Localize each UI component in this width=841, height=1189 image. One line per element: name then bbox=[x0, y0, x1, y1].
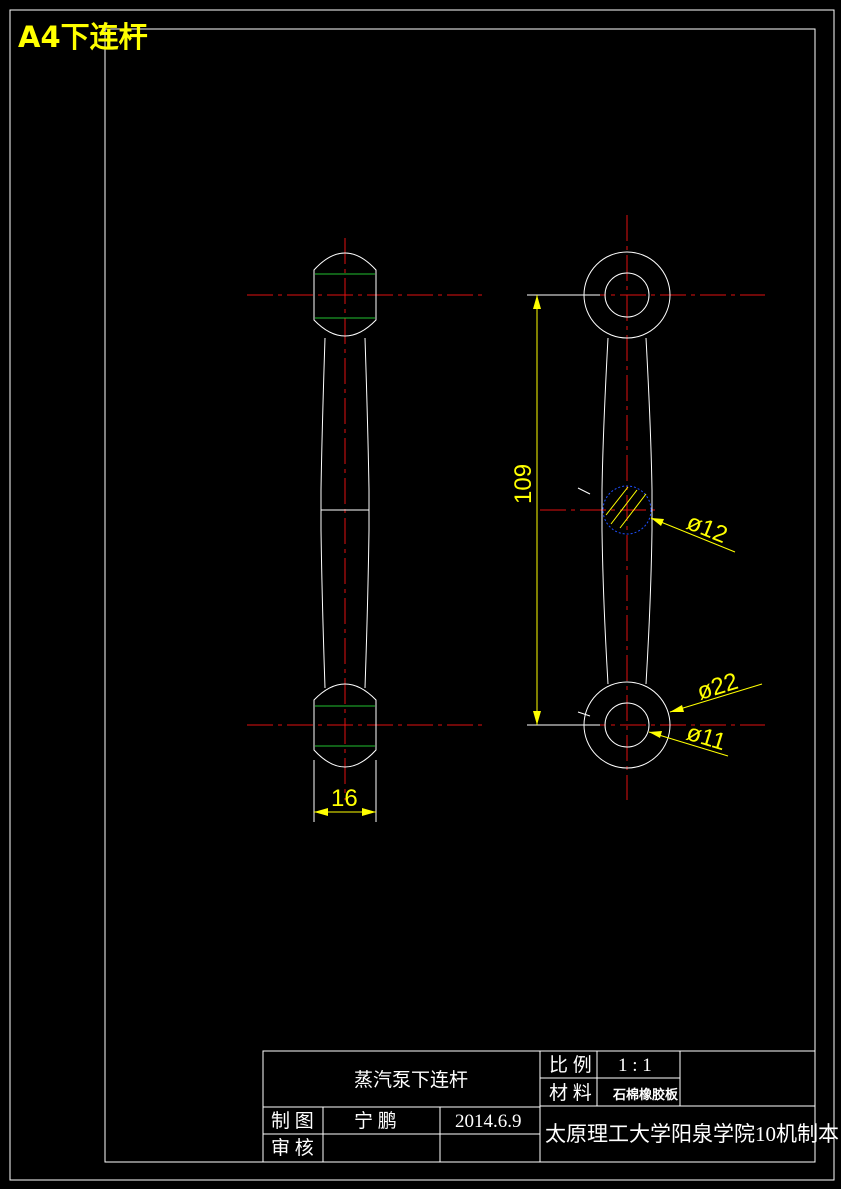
dim16-arrow-left bbox=[314, 808, 328, 816]
front-top-hole bbox=[604, 272, 650, 318]
dim-center-distance-label: 109 bbox=[510, 464, 537, 504]
tb-drawn-label: 制 图 bbox=[271, 1110, 314, 1132]
dim16-arrow-right bbox=[362, 808, 376, 816]
title-block: 蒸汽泵下连杆 比 例 1 : 1 材 料 石棉橡胶板 制 图 宁 鹏 2014.… bbox=[262, 1050, 839, 1163]
dim-boss-outer-label: ø22 bbox=[694, 668, 741, 706]
side-bottom-boss bbox=[313, 683, 377, 768]
bottom-tick bbox=[577, 711, 591, 717]
side-shank-right bbox=[364, 337, 370, 689]
leader-boss-outer bbox=[669, 683, 763, 713]
front-shank-left bbox=[601, 337, 609, 685]
middle-hole-hatch-2 bbox=[619, 493, 647, 529]
tb-material-label: 材 料 bbox=[549, 1082, 592, 1104]
drawing-title: A4下连杆 bbox=[18, 20, 148, 54]
tb-scale-value: 1 : 1 bbox=[618, 1055, 652, 1076]
leader-hole-end bbox=[648, 731, 729, 757]
front-shank-right bbox=[645, 337, 653, 685]
dim109-arrow-top bbox=[533, 295, 541, 309]
side-top-boss bbox=[313, 252, 377, 337]
tb-scale-label: 比 例 bbox=[549, 1054, 592, 1076]
front-middle-hole bbox=[602, 485, 652, 535]
tb-checked-label: 审 核 bbox=[271, 1137, 314, 1159]
tb-part-name: 蒸汽泵下连杆 bbox=[354, 1069, 468, 1091]
leader-hole-middle bbox=[650, 517, 736, 553]
middle-tick bbox=[577, 487, 591, 495]
inner-frame bbox=[104, 28, 816, 1163]
tb-organization: 太原理工大学阳泉学院10机制本 bbox=[545, 1122, 839, 1146]
side-view: 16 bbox=[247, 238, 483, 822]
middle-hole-hatch-1 bbox=[610, 489, 638, 525]
tb-drawn-by: 宁 鹏 bbox=[354, 1110, 397, 1132]
tb-material-value: 石棉橡胶板 bbox=[612, 1087, 679, 1102]
front-bottom-hole bbox=[604, 702, 650, 748]
middle-hole-hatch-3 bbox=[605, 486, 629, 516]
front-view: 109 ø12 ø22 ø11 bbox=[510, 215, 765, 800]
leader-hole-middle-arrow bbox=[651, 518, 664, 526]
dim-width-label: 16 bbox=[331, 785, 358, 812]
dim-hole-middle-label: ø12 bbox=[683, 509, 731, 550]
outer-border bbox=[9, 9, 835, 1181]
side-shank-left bbox=[320, 337, 326, 689]
leader-boss-outer-arrow bbox=[670, 705, 684, 712]
tb-date: 2014.6.9 bbox=[455, 1111, 522, 1132]
leader-hole-end-arrow bbox=[649, 731, 662, 738]
dim109-arrow-bottom bbox=[533, 711, 541, 725]
